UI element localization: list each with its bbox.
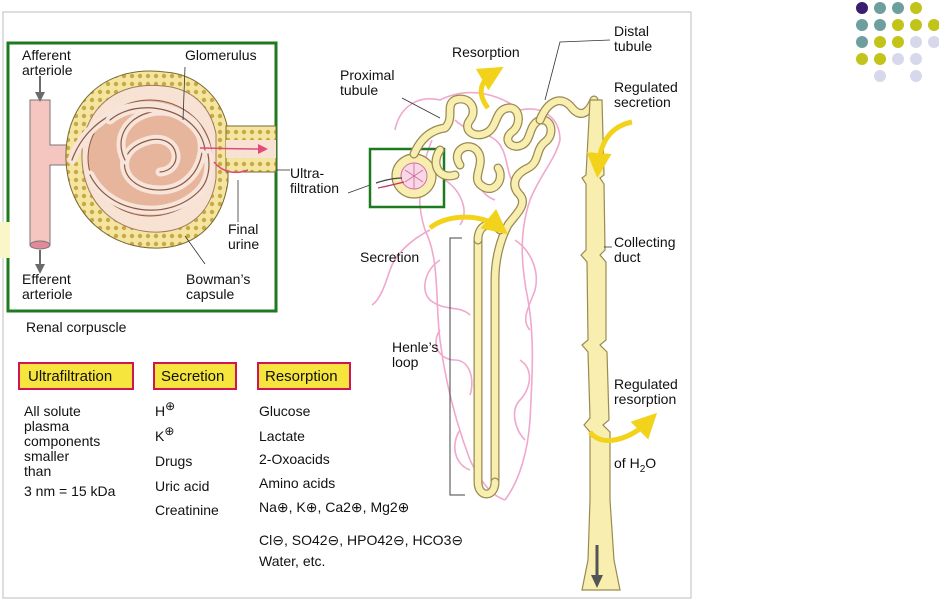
label-ultrafiltration: Ultra-filtration	[290, 165, 339, 196]
list-item: Lactate	[259, 428, 305, 444]
label-resorption: Resorption	[452, 44, 520, 60]
secretion-arrow	[428, 208, 508, 235]
list-item: 3 nm = 15 kDa	[24, 483, 116, 499]
label-of-h2o: of H2O	[614, 455, 656, 475]
regulated-resorption-arrow	[588, 412, 658, 443]
henle-loop	[474, 236, 499, 498]
efferent-opening	[29, 240, 51, 250]
list-item: Uric acid	[155, 478, 209, 494]
process-boxes: Ultrafiltration Secretion Resorption	[18, 362, 351, 390]
decorative-dot-grid	[856, 2, 939, 82]
list-item: All solute	[24, 403, 81, 419]
glomerular-loops	[67, 101, 214, 215]
resorption-list: Glucose Lactate 2-Oxoacids Amino acids N…	[259, 403, 463, 569]
ultrafiltration-list: All solute plasma components smaller tha…	[24, 403, 116, 499]
label-glomerulus: Glomerulus	[185, 47, 257, 63]
list-item: components	[24, 433, 100, 449]
list-item: K⊕	[155, 424, 174, 444]
list-item: smaller	[24, 448, 69, 464]
list-item: Glucose	[259, 403, 311, 419]
list-item: 2-Oxoacids	[259, 451, 330, 467]
ultrafiltration-box	[18, 362, 134, 390]
label-secretion: Secretion	[360, 249, 419, 265]
resorption-box-label: Resorption	[265, 368, 338, 385]
regulated-secretion-arrow	[586, 119, 633, 178]
henle-bracket	[449, 237, 465, 496]
list-item: Na⊕, K⊕, Ca2⊕, Mg2⊕	[259, 499, 409, 515]
collecting-duct	[580, 99, 621, 591]
filtrate-flow-arrow	[199, 147, 263, 150]
proximal-tubule	[410, 95, 555, 484]
list-item: Amino acids	[259, 475, 335, 491]
secretion-box-label: Secretion	[161, 368, 224, 385]
list-item: than	[24, 463, 51, 479]
list-item: plasma	[24, 418, 69, 434]
secretion-list: H⊕ K⊕ Drugs Uric acid Creatinine	[155, 399, 219, 518]
list-item: Creatinine	[155, 502, 219, 518]
resorption-box	[257, 362, 351, 390]
resorption-arrow	[475, 66, 504, 110]
figure-frame	[2, 11, 692, 599]
secretion-box	[153, 362, 237, 390]
list-item: Cl⊖, SO42⊖, HPO42⊖, HCO3⊖	[259, 532, 463, 548]
left-edge-tab	[0, 222, 10, 258]
list-item: Drugs	[155, 453, 192, 469]
capillary-network	[371, 91, 561, 501]
tubule-convolutions	[431, 142, 505, 193]
list-item: H⊕	[155, 399, 175, 419]
outflow-arrow	[591, 575, 603, 588]
renal-corpuscle-title: Renal corpuscle	[26, 319, 127, 335]
ultrafiltration-box-label: Ultrafiltration	[28, 368, 112, 385]
list-item: Water, etc.	[259, 553, 325, 569]
